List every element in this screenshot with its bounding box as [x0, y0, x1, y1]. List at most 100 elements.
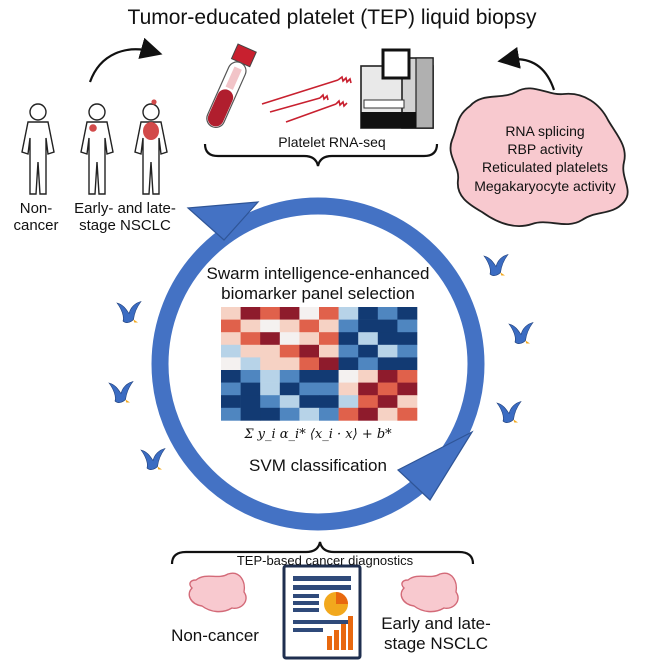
heatmap-cell	[397, 307, 418, 320]
heatmap-cell	[319, 332, 339, 346]
heatmap-cell	[279, 370, 300, 383]
heatmap-cell	[338, 307, 359, 320]
heatmap-cell	[221, 370, 241, 383]
mechanism-list: RNA splicing RBP activity Reticulated pl…	[462, 122, 628, 195]
bird-icon	[108, 381, 134, 404]
curved-arrow-icon	[88, 37, 163, 83]
heatmap-cell	[260, 382, 281, 396]
heatmap-cell	[377, 407, 398, 421]
heatmap-cell	[397, 344, 418, 358]
heatmap-cell	[358, 332, 379, 346]
bird-icon	[508, 322, 534, 345]
heatmap-cell	[299, 319, 320, 333]
bird-icon	[140, 448, 166, 471]
heatmap-cell	[397, 370, 418, 383]
blood-tube-icon	[206, 43, 257, 129]
heatmap-cell	[299, 395, 320, 409]
bar-chart-icon	[327, 616, 353, 650]
svm-formula: Σ y_i α_i* ⟨x_i · x⟩ + b*	[244, 427, 392, 442]
rnaseq-label: Platelet RNA-seq	[278, 134, 386, 150]
heatmap-cell	[397, 382, 418, 396]
heatmap-cell	[260, 307, 281, 320]
curved-arrow-icon	[497, 46, 556, 91]
heatmap-cell	[221, 382, 241, 396]
heatmap-cell	[260, 332, 281, 346]
heatmap-cell	[338, 407, 359, 421]
sequencer-icon	[360, 48, 434, 129]
heatmap-cell	[221, 344, 241, 358]
heatmap-cell	[358, 370, 379, 383]
heatmap-cell	[240, 357, 261, 371]
heatmap-cell	[279, 332, 300, 346]
svm-classification-label: SVM classification	[249, 456, 387, 475]
brace-icon	[203, 143, 439, 167]
heatmap-cell	[240, 332, 261, 346]
heatmap-cell	[338, 357, 359, 371]
heatmap-cell	[240, 382, 261, 396]
heatmap-cell	[358, 357, 379, 371]
non-cancer-label: Non- cancer	[13, 200, 59, 235]
heatmap	[221, 307, 418, 421]
bird-icon	[496, 401, 522, 424]
heatmap-cell	[377, 332, 398, 346]
heatmap-cell	[377, 370, 398, 383]
heatmap-cell	[358, 307, 379, 320]
pie-chart-icon	[324, 592, 348, 616]
heatmap-cell	[221, 407, 241, 421]
heatmap-cell	[319, 407, 339, 421]
person-icon	[80, 103, 114, 195]
heatmap-cell	[221, 357, 241, 371]
heatmap-cell	[260, 395, 281, 409]
heatmap-cell	[260, 319, 281, 333]
heatmap-cell	[299, 407, 320, 421]
heatmap-cell	[279, 307, 300, 320]
heatmap-cell	[397, 357, 418, 371]
nsclc-label: Early- and late- stage NSCLC	[74, 200, 176, 235]
heatmap-cell	[299, 307, 320, 320]
heatmap-cell	[279, 407, 300, 421]
heatmap-cell	[397, 332, 418, 346]
heatmap-cell	[397, 407, 418, 421]
heatmap-cell	[240, 307, 261, 320]
bird-icon	[483, 254, 509, 277]
platelet-blob-icon	[400, 572, 459, 613]
platelet-blob-icon	[449, 87, 629, 227]
heatmap-cell	[240, 407, 261, 421]
heatmap-cell	[358, 382, 379, 396]
heatmap-cell	[299, 332, 320, 346]
heatmap-cell	[260, 357, 281, 371]
mechanism-item: RBP activity	[507, 141, 583, 158]
heatmap-cell	[240, 395, 261, 409]
heatmap-cell	[319, 344, 339, 358]
person-icon	[134, 99, 168, 195]
heatmap-cell	[299, 344, 320, 358]
selection-label: Swarm intelligence-enhanced biomarker pa…	[206, 264, 430, 303]
non-cancer-result-label: Non-cancer	[171, 626, 259, 645]
heatmap-cell	[260, 407, 281, 421]
heatmap-cell	[221, 395, 241, 409]
heatmap-cell	[319, 307, 339, 320]
heatmap-cell	[377, 307, 398, 320]
nsclc-result-label: Early and late- stage NSCLC	[381, 614, 491, 653]
mechanism-item: Megakaryocyte activity	[474, 177, 616, 194]
heatmap-cell	[319, 370, 339, 383]
heatmap-cell	[221, 332, 241, 346]
heatmap-cell	[319, 357, 339, 371]
heatmap-cell	[338, 395, 359, 409]
heatmap-cell	[279, 357, 300, 371]
heatmap-cell	[338, 370, 359, 383]
heatmap-cell	[338, 382, 359, 396]
heatmap-cell	[358, 395, 379, 409]
heatmap-cell	[279, 395, 300, 409]
heatmap-cell	[240, 319, 261, 333]
heatmap-cell	[338, 319, 359, 333]
brace-icon	[170, 541, 475, 565]
heatmap-cell	[397, 319, 418, 333]
heatmap-cell	[279, 319, 300, 333]
heatmap-cell	[299, 357, 320, 371]
heatmap-cell	[260, 344, 281, 358]
heatmap-cell	[358, 407, 379, 421]
heatmap-cell	[240, 370, 261, 383]
heatmap-cell	[260, 370, 281, 383]
heatmap-cell	[240, 344, 261, 358]
